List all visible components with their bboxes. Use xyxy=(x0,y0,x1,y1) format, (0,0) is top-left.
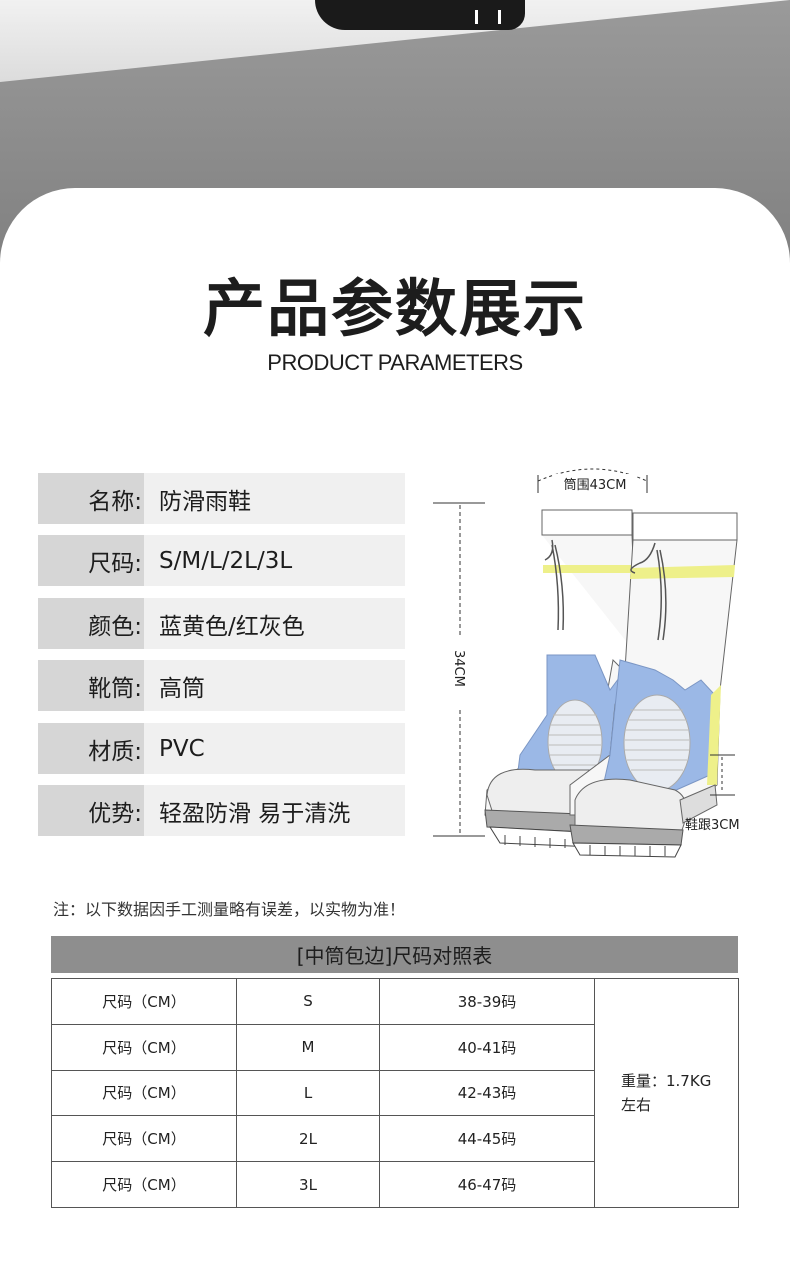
param-label: 名称: xyxy=(38,473,144,524)
param-value: 蓝黄色/红灰色 xyxy=(159,613,305,640)
size-cell: L xyxy=(236,1069,380,1117)
heel-label: 鞋跟3CM xyxy=(685,817,740,833)
measurement-note: 注：以下数据因手工测量略有误差，以实物为准！ xyxy=(53,900,406,919)
table-row: 尺码（CM） M 40-41码 xyxy=(51,1023,739,1071)
boot-dimension-figure: 筒围43CM 34CM xyxy=(433,468,740,858)
size-label-cell: 尺码（CM） xyxy=(51,1161,237,1208)
param-row-material: 材质: PVC xyxy=(38,723,405,774)
param-label: 颜色: xyxy=(38,598,144,649)
param-row-size: 尺码: S/M/L/2L/3L xyxy=(38,535,405,586)
size-table: 尺码（CM） S 38-39码 重量：1.7KG 左右 尺码（CM） M 40-… xyxy=(51,978,739,1208)
param-row-shaft: 靴筒: 高筒 xyxy=(38,660,405,711)
param-row-name: 名称: 防滑雨鞋 xyxy=(38,473,405,524)
size-label-cell: 尺码（CM） xyxy=(51,978,237,1025)
param-value: 轻盈防滑 易于清洗 xyxy=(159,800,351,827)
weight-approx: 左右 xyxy=(621,1096,652,1114)
circumference-label: 筒围43CM xyxy=(564,477,627,493)
size-cell: M xyxy=(236,1023,380,1071)
param-value: PVC xyxy=(159,735,205,762)
param-label: 尺码: xyxy=(38,535,144,586)
param-label: 靴筒: xyxy=(38,660,144,711)
code-cell: 40-41码 xyxy=(379,1023,595,1071)
table-row: 尺码（CM） 3L 46-47码 xyxy=(51,1161,739,1208)
weight-cell: 重量：1.7KG 左右 xyxy=(594,978,739,1208)
page-subtitle: PRODUCT PARAMETERS xyxy=(267,350,523,375)
size-cell: S xyxy=(236,978,380,1025)
size-label-cell: 尺码（CM） xyxy=(51,1023,237,1071)
page-title: 产品参数展示 xyxy=(202,272,587,345)
size-cell: 3L xyxy=(236,1161,380,1208)
param-row-advantage: 优势: 轻盈防滑 易于清洗 xyxy=(38,785,405,836)
param-row-color: 颜色: 蓝黄色/红灰色 xyxy=(38,598,405,649)
param-value: 防滑雨鞋 xyxy=(159,488,251,515)
param-label: 优势: xyxy=(38,785,144,836)
circumference-arc xyxy=(537,468,648,482)
boot-sole-image xyxy=(315,0,525,30)
param-label: 材质: xyxy=(38,723,144,774)
code-cell: 46-47码 xyxy=(379,1161,595,1208)
param-value: 高筒 xyxy=(159,675,205,702)
size-label-cell: 尺码（CM） xyxy=(51,1069,237,1117)
size-label-cell: 尺码（CM） xyxy=(51,1115,237,1163)
size-table-title: [中筒包边]尺码对照表 xyxy=(51,936,738,973)
right-boot-drawing xyxy=(569,512,738,858)
code-cell: 44-45码 xyxy=(379,1115,595,1163)
code-cell: 38-39码 xyxy=(379,978,595,1025)
circumference-label-bg xyxy=(553,474,637,494)
code-cell: 42-43码 xyxy=(379,1069,595,1117)
table-row: 尺码（CM） L 42-43码 xyxy=(51,1069,739,1117)
height-label: 34CM xyxy=(451,650,466,687)
size-cell: 2L xyxy=(236,1115,380,1163)
weight-value: 重量：1.7KG xyxy=(621,1072,712,1090)
param-value: S/M/L/2L/3L xyxy=(159,547,293,574)
table-row: 尺码（CM） S 38-39码 重量：1.7KG 左右 xyxy=(51,978,739,1208)
table-row: 尺码（CM） 2L 44-45码 xyxy=(51,1115,739,1163)
